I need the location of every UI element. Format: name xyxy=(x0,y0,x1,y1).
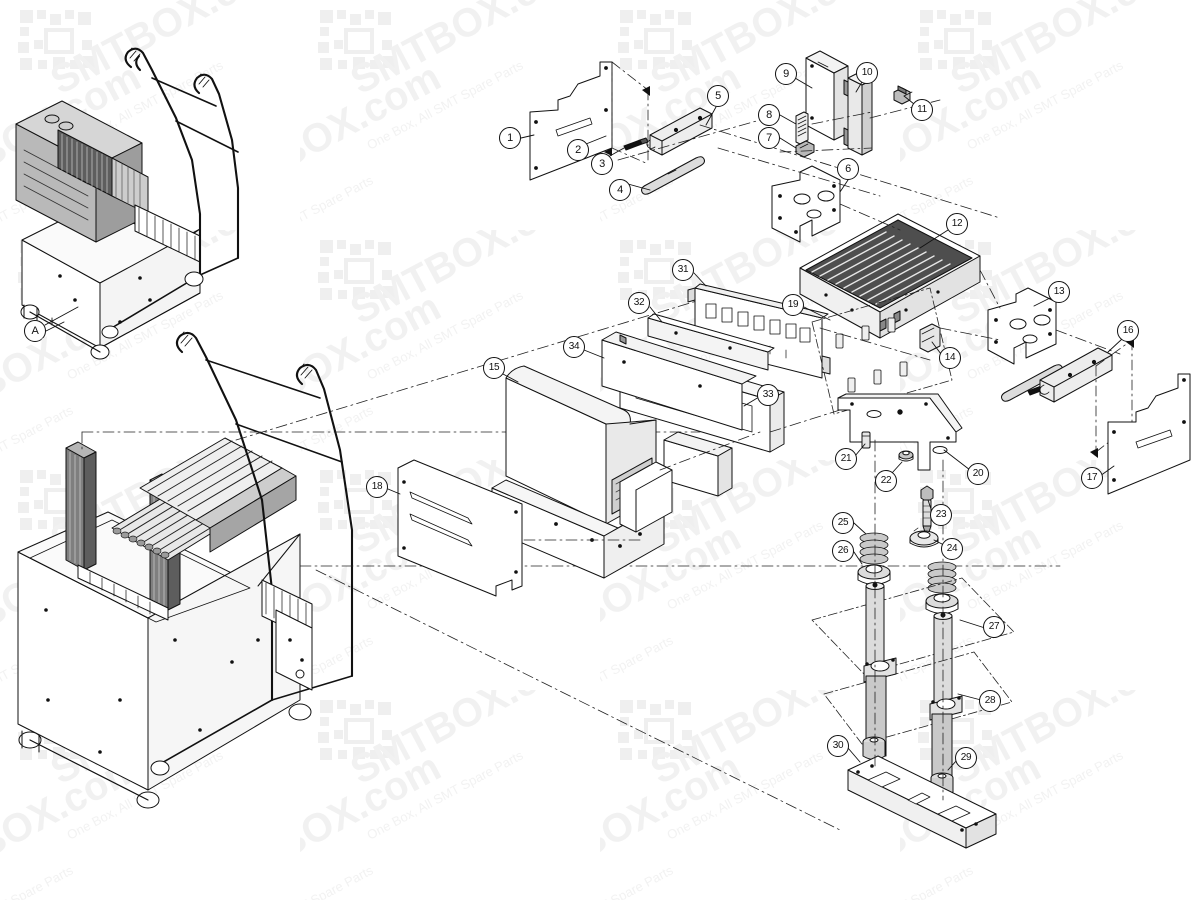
callout-27: 27 xyxy=(983,616,1005,638)
callout-34: 34 xyxy=(563,336,585,358)
part-12-roller-bed xyxy=(799,213,981,339)
callout-11: 11 xyxy=(911,99,933,121)
callout-32: 32 xyxy=(628,292,650,314)
part-13-mount-plate-right xyxy=(987,287,1057,365)
part-23-lift-screw xyxy=(920,485,934,533)
callout-8: 8 xyxy=(758,104,780,126)
part-4-rod xyxy=(641,156,705,195)
part-14-small-bracket xyxy=(919,323,941,353)
part-7-clip xyxy=(795,140,815,158)
callout-10: 10 xyxy=(856,62,878,84)
callout-15: 15 xyxy=(483,357,505,379)
callout-31: 31 xyxy=(672,259,694,281)
callout-24: 24 xyxy=(941,538,963,560)
part-20-cross-rail xyxy=(837,393,963,471)
callout-19: 19 xyxy=(782,294,804,316)
part-5-rail-bracket xyxy=(646,107,713,156)
part-3-pin xyxy=(623,137,649,151)
part-24-flange-collar xyxy=(909,527,939,548)
cart-assembly-upper xyxy=(15,47,240,360)
part-25-spring-right xyxy=(927,561,957,594)
callout-3: 3 xyxy=(591,153,613,175)
callout-18: 18 xyxy=(366,476,388,498)
part-29-foot-mounts xyxy=(862,736,954,796)
callout-5: 5 xyxy=(707,85,729,107)
callout-33: 33 xyxy=(757,384,779,406)
callout-29: 29 xyxy=(955,747,977,769)
callout-14: 14 xyxy=(939,347,961,369)
part-34-deflector xyxy=(601,331,757,431)
callout-28: 28 xyxy=(979,690,1001,712)
part-1-side-panel xyxy=(529,61,613,181)
part-26-bushing-left xyxy=(857,564,891,585)
callout-6: 6 xyxy=(837,158,859,180)
callout-20: 20 xyxy=(967,463,989,485)
callout-7: 7 xyxy=(758,127,780,149)
callout-30: 30 xyxy=(827,735,849,757)
callout-26: 26 xyxy=(832,540,854,562)
callout-9: 9 xyxy=(775,63,797,85)
part-32-thin-rail xyxy=(647,313,775,371)
part-21-pin-stud xyxy=(861,431,871,449)
part-11-knob xyxy=(893,85,913,105)
part-28-columns-lower xyxy=(823,651,1013,791)
part-19-standoffs xyxy=(811,287,953,415)
callout-2: 2 xyxy=(567,139,589,161)
cart-assembly-lower xyxy=(17,331,354,809)
part-26-bushing-right xyxy=(925,593,959,614)
callout-23: 23 xyxy=(930,504,952,526)
callout-25: 25 xyxy=(832,512,854,534)
part-18-guard-panel xyxy=(397,459,523,597)
callout-1: 1 xyxy=(499,127,521,149)
callout-22: 22 xyxy=(875,470,897,492)
part-30-base-plate xyxy=(847,755,997,849)
callout-13: 13 xyxy=(1048,281,1070,303)
part-17-side-panel xyxy=(1107,373,1191,495)
callout-16: 16 xyxy=(1117,320,1139,342)
callout-12: 12 xyxy=(946,213,968,235)
part-25-spring-left xyxy=(859,532,889,565)
callout-17: 17 xyxy=(1081,467,1103,489)
callout-21: 21 xyxy=(835,448,857,470)
part-22-washer xyxy=(898,450,914,462)
part-16-rail-bracket xyxy=(1039,347,1113,403)
part-6-mount-plate xyxy=(771,165,841,243)
part-8-connector xyxy=(795,111,809,145)
callout-4: 4 xyxy=(609,179,631,201)
part-9-housing xyxy=(805,50,849,141)
